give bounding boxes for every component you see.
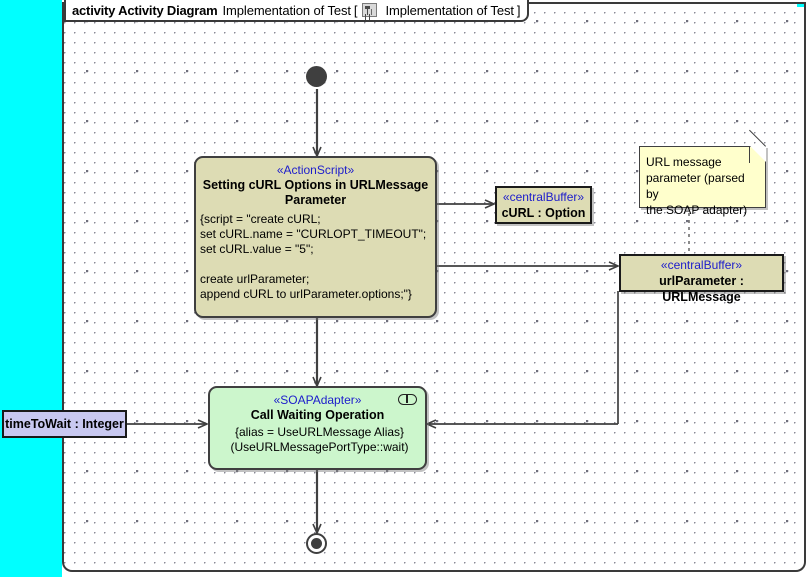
diagram-qualifier-label: Implementation of Test bbox=[385, 2, 514, 18]
initial-node[interactable] bbox=[306, 66, 327, 87]
corner-accent bbox=[797, 2, 804, 7]
buffer-curl-name: cURL : Option bbox=[501, 206, 586, 220]
bracket-open: [ bbox=[353, 2, 358, 18]
action-node-setting-curl-options[interactable]: «ActionScript» Setting cURL Options in U… bbox=[194, 156, 437, 318]
activity-final-inner bbox=[311, 538, 322, 549]
diagram-name-label: Implementation of Test bbox=[222, 2, 351, 18]
buffer-curl-stereotype: «centralBuffer» bbox=[502, 190, 585, 204]
action-body-line-2: set cURL.name = "CURLOPT_TIMEOUT"; bbox=[200, 227, 427, 241]
action-name-line1: Setting cURL Options in URLMessage bbox=[202, 178, 429, 192]
diagram-kind-label: activity Activity Diagram bbox=[72, 2, 218, 18]
note-fold-corner bbox=[750, 146, 766, 162]
central-buffer-curl[interactable]: «centralBuffer» cURL : Option bbox=[495, 186, 592, 224]
action-body-line-4 bbox=[196, 257, 435, 272]
action-name-line2: Parameter bbox=[284, 193, 347, 207]
action-node-call-waiting-operation[interactable]: «SOAPAdapter» Call Waiting Operation {al… bbox=[208, 386, 427, 470]
diagram-header-tab[interactable]: activity Activity Diagram Implementation… bbox=[64, 0, 529, 22]
soap-body-line-2: (UseURLMessagePortType::wait) bbox=[230, 440, 409, 454]
note-line-1: URL message bbox=[646, 155, 722, 169]
soap-name: Call Waiting Operation bbox=[250, 408, 385, 422]
note-line-2: parameter (parsed by bbox=[646, 171, 745, 201]
accept-event-icon bbox=[398, 394, 417, 405]
action-body-line-1: {script = "create cURL; bbox=[200, 212, 321, 226]
class-diagram-icon bbox=[361, 3, 377, 17]
parameter-label: timeToWait : Integer bbox=[5, 417, 124, 431]
action-body-line-3: set cURL.value = "5"; bbox=[200, 242, 314, 256]
comment-note-url-message[interactable]: URL message parameter (parsed by the SOA… bbox=[639, 129, 766, 217]
note-fold-edge bbox=[749, 146, 750, 163]
buffer-urlparameter-name: urlParameter : URLMessage bbox=[659, 274, 744, 304]
buffer-urlparameter-stereotype: «centralBuffer» bbox=[660, 258, 743, 272]
left-color-band bbox=[0, 0, 62, 577]
central-buffer-urlparameter[interactable]: «centralBuffer» urlParameter : URLMessag… bbox=[619, 254, 784, 304]
soap-stereotype: «SOAPAdapter» bbox=[273, 393, 362, 407]
soap-body-line-1: {alias = UseURLMessage Alias} bbox=[234, 425, 405, 439]
activity-final-node[interactable] bbox=[306, 533, 327, 554]
bracket-close: ] bbox=[516, 2, 521, 18]
activity-parameter-node-timetowait[interactable]: timeToWait : Integer bbox=[2, 410, 127, 438]
note-line-3: the SOAP adapter) bbox=[646, 203, 748, 217]
action-body-line-5: create urlParameter; bbox=[200, 272, 310, 286]
action-body-line-6: append cURL to urlParameter.options;"} bbox=[200, 287, 412, 301]
action-stereotype: «ActionScript» bbox=[276, 163, 355, 177]
